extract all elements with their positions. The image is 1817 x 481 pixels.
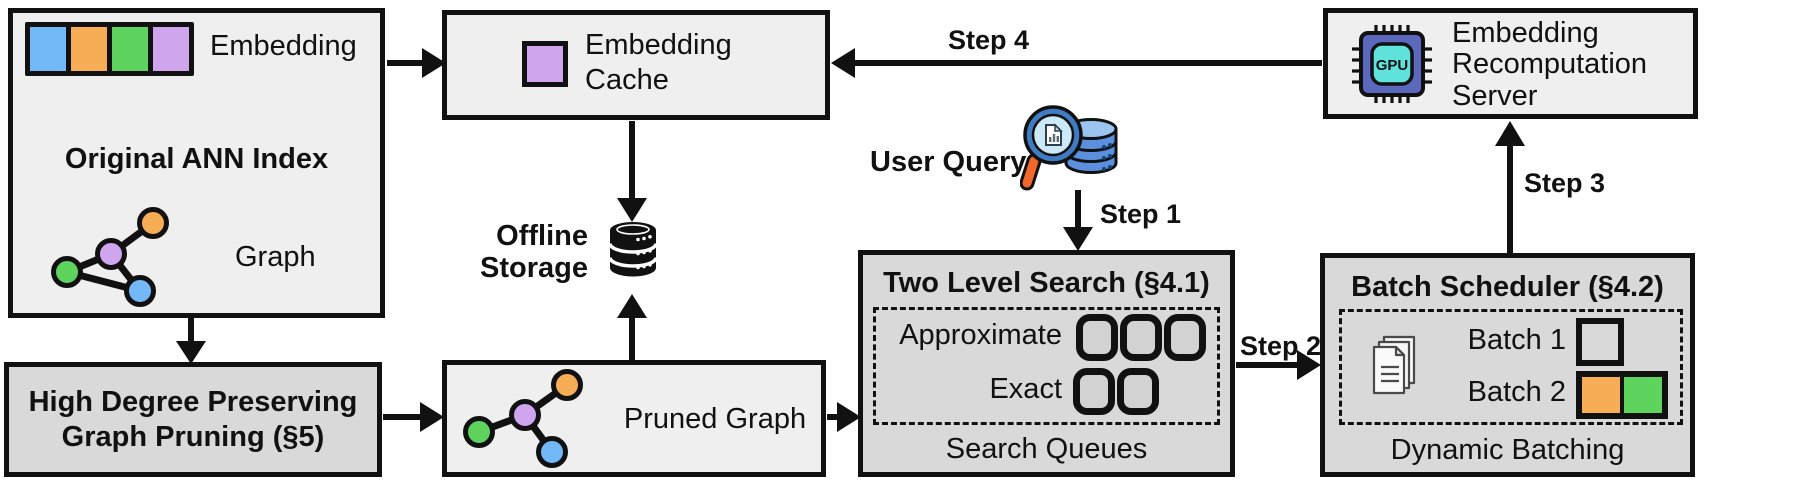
queue-slot: [1076, 314, 1118, 361]
original-ann-index-box: Embedding Original ANN Index Graph: [8, 8, 385, 318]
embedding-vector-bar: [25, 22, 194, 76]
batch1-squares: [1576, 318, 1624, 366]
search-queues-panel: Approximate Exact: [873, 307, 1220, 425]
approximate-queue-label: Approximate: [899, 319, 1062, 351]
orange-square: [71, 27, 107, 71]
documents-icon: [1372, 335, 1416, 395]
user-query-label: User Query: [870, 146, 1027, 178]
blue-square: [30, 27, 66, 71]
arrow-step1-query-to-search: [1063, 190, 1093, 251]
ann-index-title: Original ANN Index: [64, 143, 329, 175]
batch2-label: Batch 2: [1467, 376, 1566, 408]
two-level-search-box: Two Level Search (§4.1) Approximate Exac…: [858, 250, 1235, 477]
recomputation-server-box: GPU Embedding Recomputation Server: [1323, 8, 1698, 119]
pruned-graph-label: Pruned Graph: [623, 403, 807, 435]
arrow-prunedgraph-to-storage: [617, 294, 647, 361]
arrow-cache-to-storage: [617, 121, 647, 222]
arrow-annindex-to-cache: [387, 48, 446, 78]
offline-storage-database-icon: [608, 222, 658, 277]
ann-graph-icon: [51, 207, 169, 307]
green-square: [112, 27, 148, 71]
graph-label: Graph: [235, 241, 316, 273]
arrow-step4-server-to-cache: [831, 48, 1322, 78]
queue-slot: [1117, 368, 1159, 415]
recomputation-server-title: Embedding Recomputation Server: [1452, 17, 1648, 112]
batch-scheduler-box: Batch Scheduler (§4.2) Batch 1 Batch 2: [1320, 253, 1695, 477]
cached-embedding-square: [522, 41, 568, 87]
step1-label: Step 1: [1100, 199, 1182, 229]
purple-square: [153, 27, 189, 71]
batch1-label: Batch 1: [1467, 324, 1566, 356]
pruned-graph-box: Pruned Graph: [442, 360, 826, 477]
gpu-chip-icon: GPU: [1352, 25, 1432, 103]
queue-slot: [1120, 314, 1162, 361]
high-degree-pruning-box: High Degree Preserving Graph Pruning (§5…: [4, 362, 382, 477]
offline-storage-label: Offline Storage: [480, 220, 588, 284]
dynamic-batching-caption: Dynamic Batching: [1390, 434, 1625, 466]
arrow-pruning-to-prunedgraph: [383, 402, 444, 432]
approximate-queue-slots: [1076, 314, 1206, 361]
queue-slot: [1164, 314, 1206, 361]
batch2-squares: [1576, 371, 1668, 419]
step4-label: Step 4: [948, 25, 1030, 55]
queue-slot: [1073, 368, 1115, 415]
two-level-search-title: Two Level Search (§4.1): [883, 267, 1210, 299]
exact-queue-label: Exact: [989, 373, 1062, 405]
gpu-chip-label: GPU: [1376, 57, 1409, 74]
orange-square: [1582, 377, 1620, 413]
batch-scheduler-title: Batch Scheduler (§4.2): [1351, 271, 1664, 303]
dynamic-batching-panel: Batch 1 Batch 2: [1339, 309, 1683, 425]
step3-label: Step 3: [1524, 168, 1606, 198]
pruned-graph-icon: [463, 369, 583, 468]
arrow-annindex-to-pruning: [176, 318, 206, 364]
exact-queue-slots: [1073, 368, 1159, 415]
search-queues-caption: Search Queues: [945, 433, 1148, 465]
arrow-prunedgraph-to-search: [827, 402, 861, 432]
green-square: [1624, 377, 1662, 413]
step2-label: Step 2: [1240, 331, 1322, 361]
embedding-cache-title: Embedding Cache: [585, 29, 732, 96]
high-degree-pruning-title: High Degree Preserving Graph Pruning (§5…: [28, 385, 358, 453]
embedding-cache-box: Embedding Cache: [442, 10, 830, 120]
arrow-step3-scheduler-to-server: [1495, 121, 1525, 254]
embedding-label: Embedding: [210, 30, 357, 62]
user-query-icon: [1020, 105, 1118, 191]
